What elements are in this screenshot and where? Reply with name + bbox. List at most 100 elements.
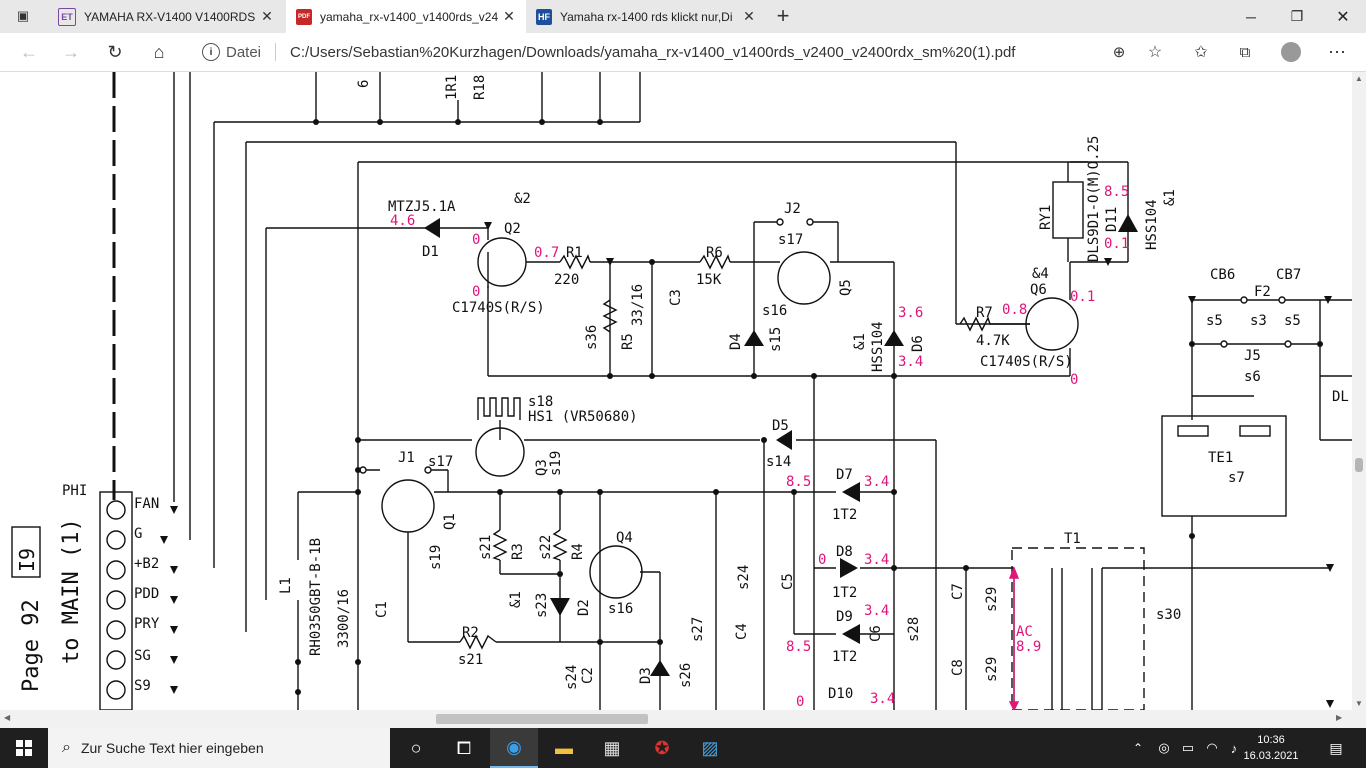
label-q1: Q1 [442,513,458,530]
info-icon[interactable]: i [202,43,220,61]
label-top-r18: R18 [472,75,488,100]
label-c4: C4 [734,623,750,640]
voltage-d7-anode: 8.5 [786,474,811,490]
tab-actions-icon[interactable]: ▣ [16,8,30,23]
label-q5: Q5 [838,279,854,296]
label-f2: F2 [1254,284,1271,300]
label-s15: s15 [768,327,784,352]
tab-yamaha-et[interactable]: ET YAMAHA RX-V1400 V1400RDS V ✕ [48,0,284,33]
restore-button[interactable]: ❐ [1290,8,1304,24]
label-s16b: s16 [608,601,633,617]
label-j1: J1 [398,450,415,466]
scroll-right-icon[interactable]: ▶ [1336,713,1343,722]
clock[interactable]: 10:36 16.03.2021 [1240,732,1302,764]
start-button[interactable] [0,728,48,768]
label-s21b: s21 [458,652,483,668]
minimize-button[interactable]: ─ [1246,8,1256,25]
forward-button[interactable]: → [62,41,80,62]
home-button[interactable]: ⌂ [153,41,165,62]
vertical-scrollbar[interactable]: ▲ ▼ [1352,72,1366,710]
label-s26: s26 [678,663,694,688]
pin-fan: FAN [134,496,159,512]
voltage-d6-cathode: 3.4 [898,354,923,370]
voltage-r7: 0.8 [1002,302,1027,318]
scroll-left-icon[interactable]: ◀ [4,713,11,722]
label-amp1c: &1 [508,591,524,608]
scroll-down-icon[interactable]: ▼ [1355,699,1363,708]
favorites-icon[interactable]: ✩ [1194,44,1208,61]
label-q6: Q6 [1030,282,1047,298]
photos-icon[interactable]: ▨ [701,737,719,758]
vertical-scroll-thumb[interactable] [1355,458,1363,472]
app-red-icon[interactable]: ✪ [654,737,670,758]
profile-avatar[interactable] [1276,37,1306,67]
address-bar[interactable]: i Datei C:/Users/Sebastian%20Kurzhagen/D… [190,37,1150,67]
collections-icon[interactable]: ⧉ [1239,43,1251,61]
voltage-d8-anode: 0 [818,552,826,568]
label-t1: T1 [1064,531,1081,547]
address-url[interactable]: C:/Users/Sebastian%20Kurzhagen/Downloads… [290,43,1016,61]
store-icon[interactable]: ▦ [603,737,621,758]
close-tab-icon[interactable]: ✕ [743,8,755,24]
label-r7: R7 [976,305,993,321]
cortana-icon[interactable]: ○ [410,737,422,758]
zoom-icon[interactable]: ⊕ [1112,44,1126,61]
task-view-icon[interactable]: ⧠ [456,737,472,758]
label-s36: s36 [584,325,600,350]
label-s29a: s29 [984,587,1000,612]
tab-pdf[interactable]: PDF yamaha_rx-v1400_v1400rds_v24 ✕ [286,0,526,33]
close-tab-icon[interactable]: ✕ [503,8,515,24]
notifications-icon[interactable]: ▤ [1329,739,1343,756]
grid-ref: I9 [15,548,39,572]
wifi-icon[interactable]: ◠ [1206,740,1218,755]
volume-icon[interactable]: ♪ [1230,740,1238,756]
label-s24a: s24 [564,665,580,690]
pin-sg: SG [134,648,151,664]
label-d2: D2 [576,599,592,616]
tray-chevron-icon[interactable]: ⌃ [1132,741,1144,755]
close-tab-icon[interactable]: ✕ [261,8,273,24]
new-tab-button[interactable]: + [776,3,790,28]
label-s24b: s24 [736,565,752,590]
label-d4: D4 [728,333,744,350]
tab-label: YAMAHA RX-V1400 V1400RDS V [84,9,258,24]
pin-s9: S9 [134,678,151,694]
label-1t2b: 1T2 [832,585,857,601]
more-menu-icon[interactable]: ⋯ [1328,41,1346,62]
pin-pry: PRY [134,616,160,632]
add-favorite-icon[interactable]: ☆ [1147,44,1163,61]
label-s17a: s17 [778,232,803,248]
meet-now-icon[interactable]: ◎ [1158,740,1170,755]
schematic-drawing: MTZJ5.1A &2 D1 Q2 C1740S(R/S) R1 220 R6 … [11,72,1352,710]
horizontal-scroll-thumb[interactable] [436,714,648,724]
label-d8: D8 [836,544,853,560]
to-main-label: to MAIN (1) [59,518,84,664]
label-cb6: CB6 [1210,267,1235,283]
address-divider [275,43,277,61]
file-explorer-icon[interactable]: ▬ [555,737,573,758]
label-c3-value: 33/16 [630,284,646,326]
tab-hifi-forum[interactable]: HF Yamaha rx-1400 rds klickt nur,Di ✕ [526,0,766,33]
taskbar-search[interactable]: ⌕ Zur Suche Text hier eingeben [48,728,390,768]
address-scheme: Datei [226,43,262,61]
edge-icon[interactable]: ◉ [490,728,538,768]
back-button[interactable]: ← [20,41,38,62]
label-c8: C8 [950,659,966,676]
pin-pdd: PDD [134,586,159,602]
close-window-button[interactable]: ✕ [1336,8,1350,26]
label-c5: C5 [780,573,796,590]
scroll-up-icon[interactable]: ▲ [1355,74,1363,83]
horizontal-scrollbar[interactable]: ◀ ▶ [0,710,1366,728]
label-s17b: s17 [428,454,453,470]
battery-icon[interactable]: ▭ [1181,740,1195,755]
label-c2: C2 [580,667,596,684]
label-amp2: &2 [514,191,531,207]
label-te1: TE1 [1208,450,1233,466]
label-r4: R4 [570,543,586,560]
refresh-button[interactable]: ↻ [107,41,123,62]
voltage-ac-value: 8.9 [1016,639,1041,655]
label-amp4: &4 [1032,266,1049,282]
label-l1-value: RH0350GBT-B-1B [308,538,324,656]
label-c7: C7 [950,583,966,600]
label-s30: s30 [1156,607,1181,623]
